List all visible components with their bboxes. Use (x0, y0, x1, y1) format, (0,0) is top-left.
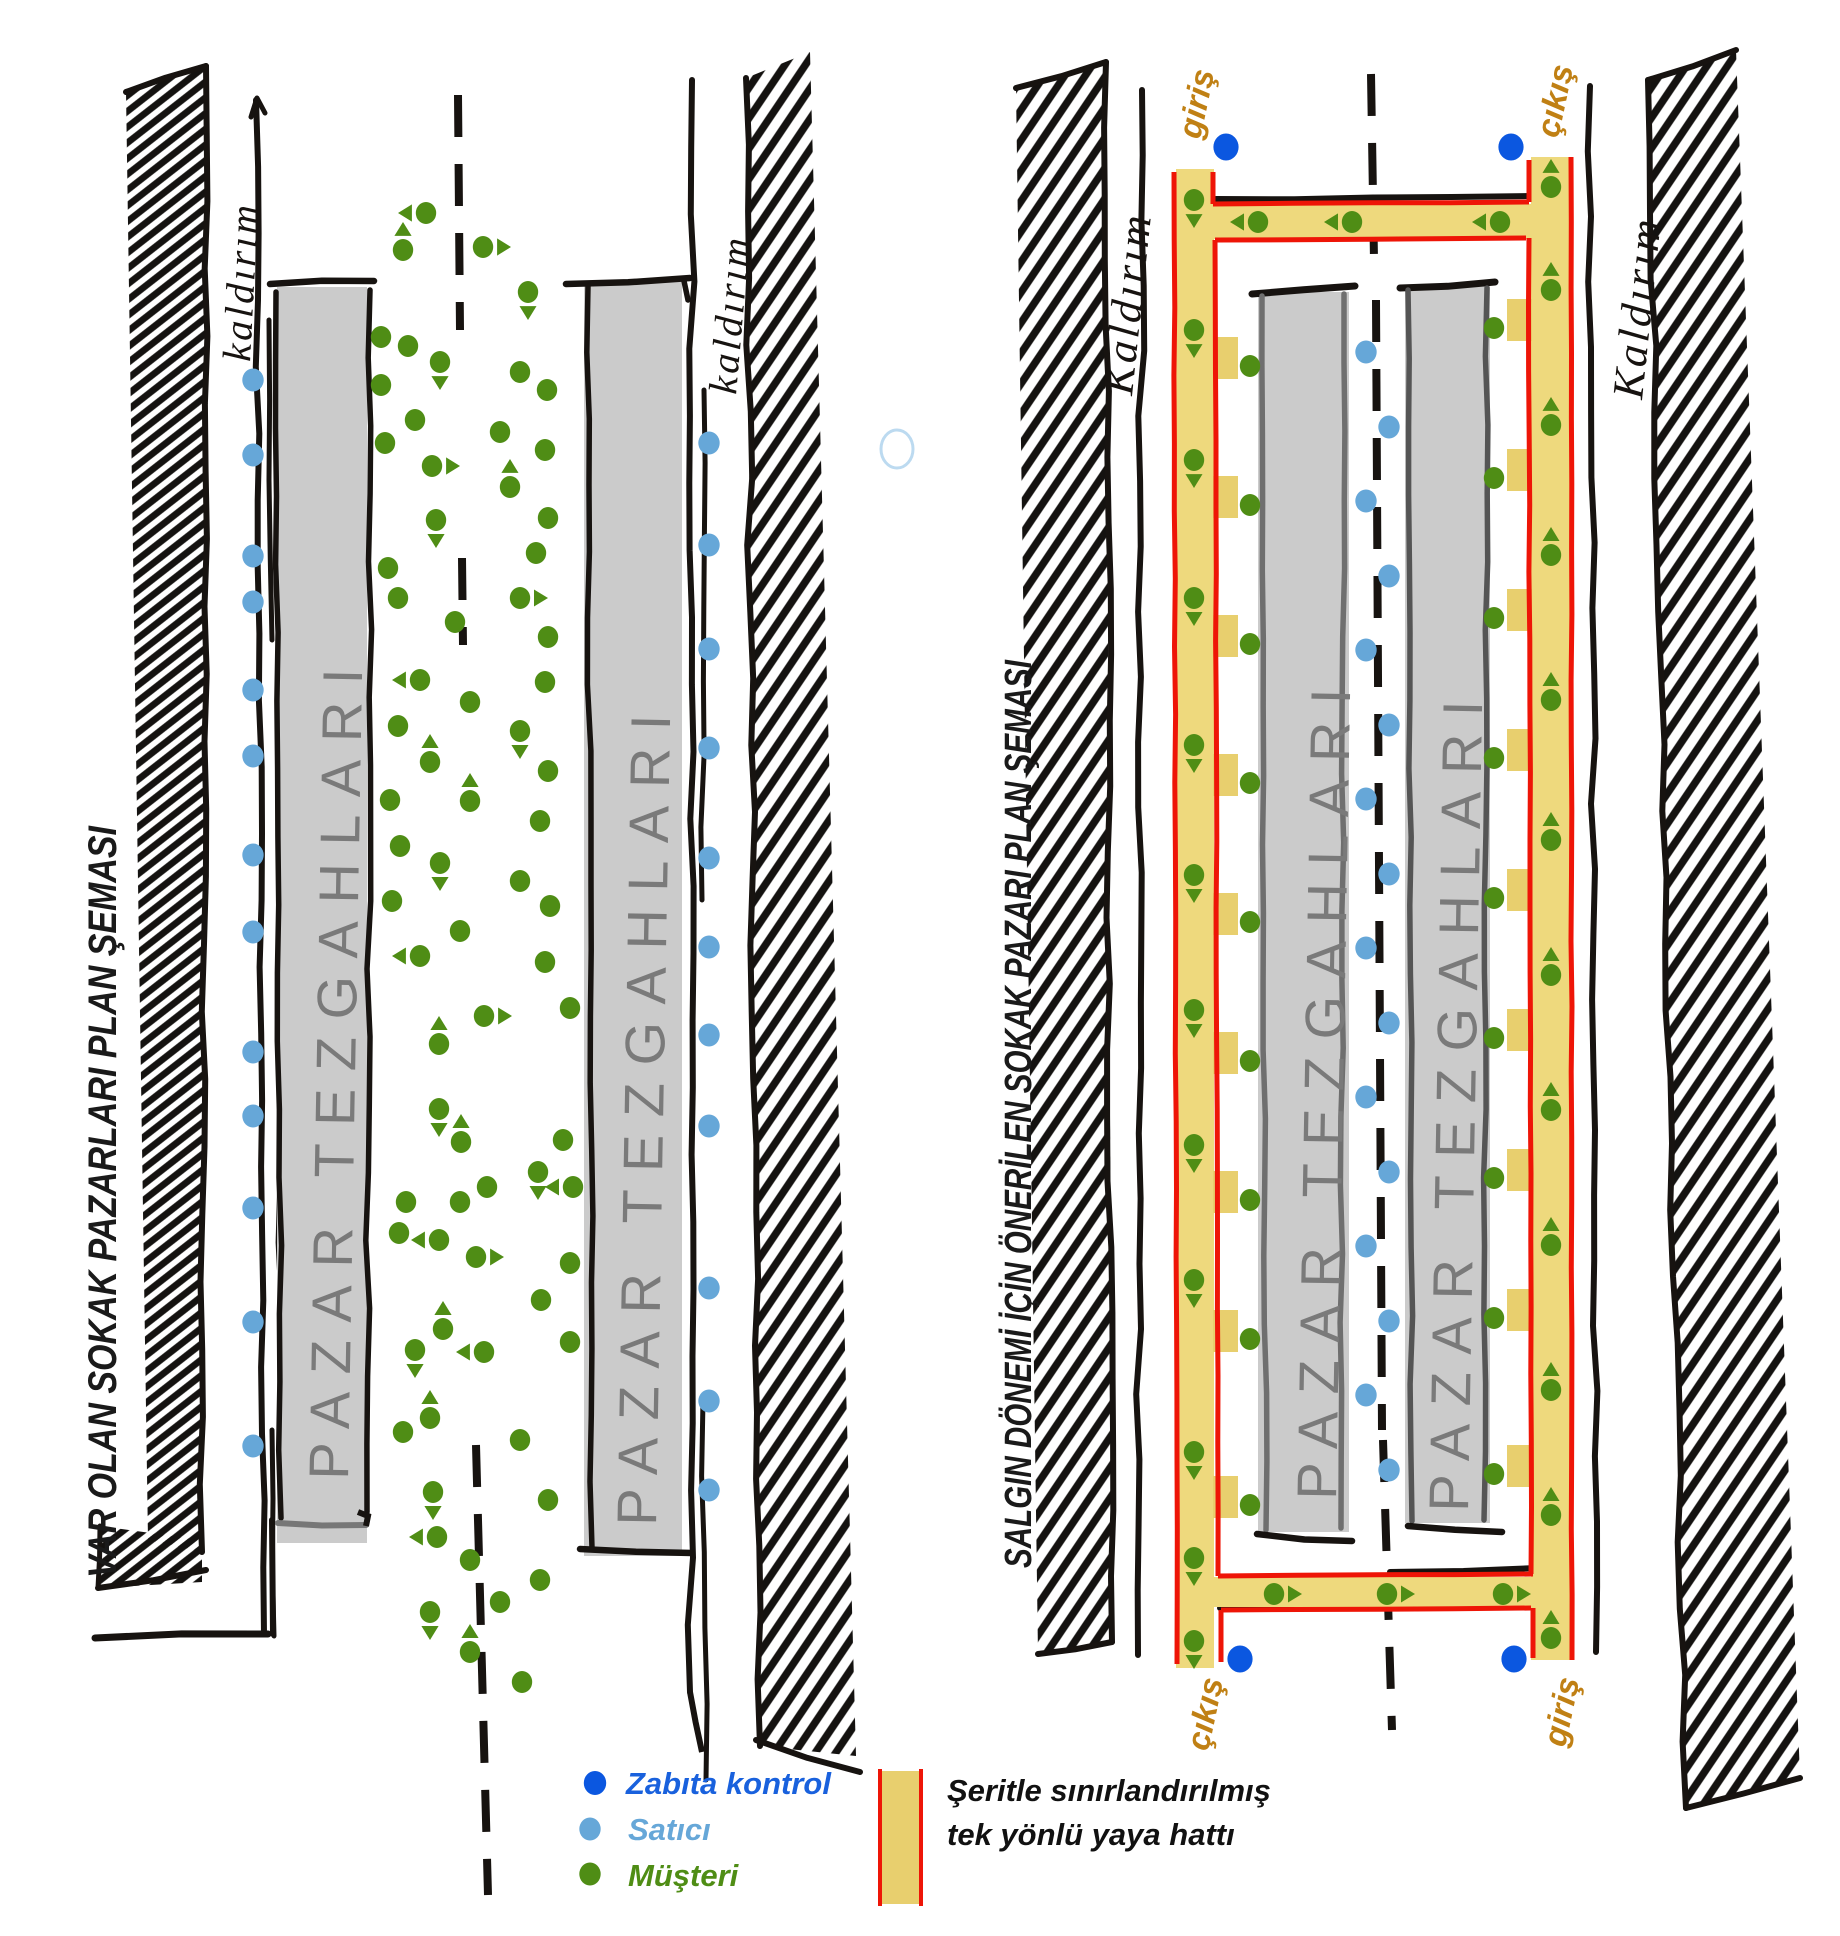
svg-text:Şeritle sınırlandırılmış: Şeritle sınırlandırılmış (947, 1773, 1271, 1808)
svg-text:SALGIN DÖNEMİ İÇİN ÖNERİLEN SO: SALGIN DÖNEMİ İÇİN ÖNERİLEN SOKAK PAZARI… (997, 659, 1040, 1568)
svg-text:Müşteri: Müşteri (628, 1858, 740, 1893)
svg-text:PAZAR TEZGAHLARI: PAZAR TEZGAHLARI (1285, 671, 1362, 1501)
svg-text:VAR OLAN SOKAK PAZARLARI PLAN: VAR OLAN SOKAK PAZARLARI PLAN ŞEMASI (81, 825, 125, 1578)
svg-text:Zabıta kontrol: Zabıta kontrol (625, 1766, 832, 1801)
svg-text:PAZAR TEZGAHLARI: PAZAR TEZGAHLARI (1417, 683, 1494, 1513)
svg-text:tek yönlü yaya hattı: tek yönlü yaya hattı (947, 1817, 1235, 1852)
svg-text:Satıcı: Satıcı (628, 1812, 711, 1847)
svg-text:PAZAR TEZGAHLARI: PAZAR TEZGAHLARI (605, 697, 682, 1527)
svg-text:PAZAR TEZGAHLARI: PAZAR TEZGAHLARI (297, 651, 374, 1481)
svg-text:kaldırım: kaldırım (214, 201, 267, 363)
